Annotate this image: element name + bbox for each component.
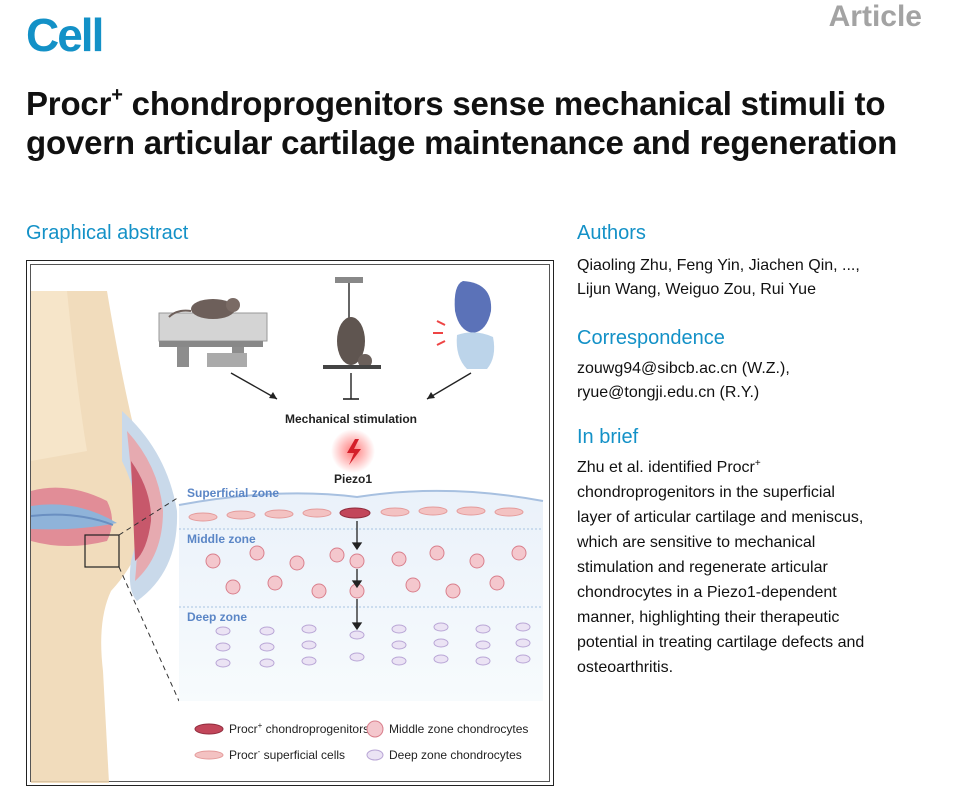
graphical-abstract-figure: Mechanical stimulation Piezo1 Superficia…	[26, 260, 554, 786]
middle-zone-label: Middle zone	[187, 532, 256, 546]
deep-zone-cells	[215, 622, 531, 668]
legend-procr-positive: Procr+ chondroprogenitors	[229, 721, 369, 736]
piezo1-label: Piezo1	[334, 472, 372, 486]
in-brief-line-8: osteoarthritis.	[577, 659, 674, 676]
article-title: Procr+ chondroprogenitors sense mechanic…	[26, 84, 898, 161]
journal-logo: Cell	[26, 9, 104, 61]
procr-progenitor-cell	[339, 507, 371, 519]
correspondence-heading: Correspondence	[577, 327, 725, 349]
graphical-abstract-heading: Graphical abstract	[26, 222, 189, 244]
legend-middle-zone: Middle zone chondrocytes	[389, 722, 528, 736]
graphical-abstract-illustration: Mechanical stimulation Piezo1 Superficia…	[30, 277, 544, 783]
zoom-inset-box	[84, 534, 120, 568]
differentiation-arrows	[351, 521, 363, 631]
in-brief-line-1: chondroprogenitors in the superficial	[577, 484, 835, 501]
legend-procr-negative: Procr- superficial cells	[229, 747, 345, 762]
in-brief-line-2: layer of articular cartilage and meniscu…	[577, 509, 864, 526]
authors-line-2[interactable]: Lijun Wang, Weiguo Zou, Rui Yue	[577, 281, 816, 298]
legend-deep-zone: Deep zone chondrocytes	[389, 748, 522, 762]
lightning-icon	[347, 439, 361, 465]
mechanical-stimulation-label: Mechanical stimulation	[285, 412, 417, 426]
knee-joint-icon	[433, 281, 495, 369]
deep-zone-label: Deep zone	[187, 610, 247, 624]
in-brief-line-0: Zhu et al. identified Procr+	[577, 458, 761, 477]
hanging-mouse-icon	[323, 277, 381, 369]
in-brief-line-6: manner, highlighting their therapeutic	[577, 609, 840, 626]
correspondence-email-2[interactable]: ryue@tongji.edu.cn (R.Y.)	[577, 384, 760, 401]
authors-heading: Authors	[577, 222, 646, 244]
superficial-cells	[188, 506, 524, 522]
in-brief-line-5: chondrocytes in a Piezo1-dependent	[577, 584, 837, 601]
figure-legend: Procr+ chondroprogenitors Middle zone ch…	[194, 720, 528, 762]
correspondence-email-1[interactable]: zouwg94@sibcb.ac.cn (W.Z.),	[577, 360, 790, 377]
middle-zone-cells	[205, 545, 527, 599]
article-type-label: Article	[828, 0, 922, 33]
in-brief-line-4: stimulation and regenerate articular	[577, 559, 828, 576]
joint-illustration	[30, 291, 178, 783]
in-brief-line-7: potential in treating cartilage defects …	[577, 634, 865, 651]
in-brief-line-3: which are sensitive to mechanical	[577, 534, 816, 551]
authors-line-1[interactable]: Qiaoling Zhu, Feng Yin, Jiachen Qin, ...…	[577, 257, 860, 274]
superficial-zone-label: Superficial zone	[187, 486, 279, 500]
treadmill-mouse-icon	[158, 298, 268, 367]
in-brief-heading: In brief	[577, 426, 639, 448]
